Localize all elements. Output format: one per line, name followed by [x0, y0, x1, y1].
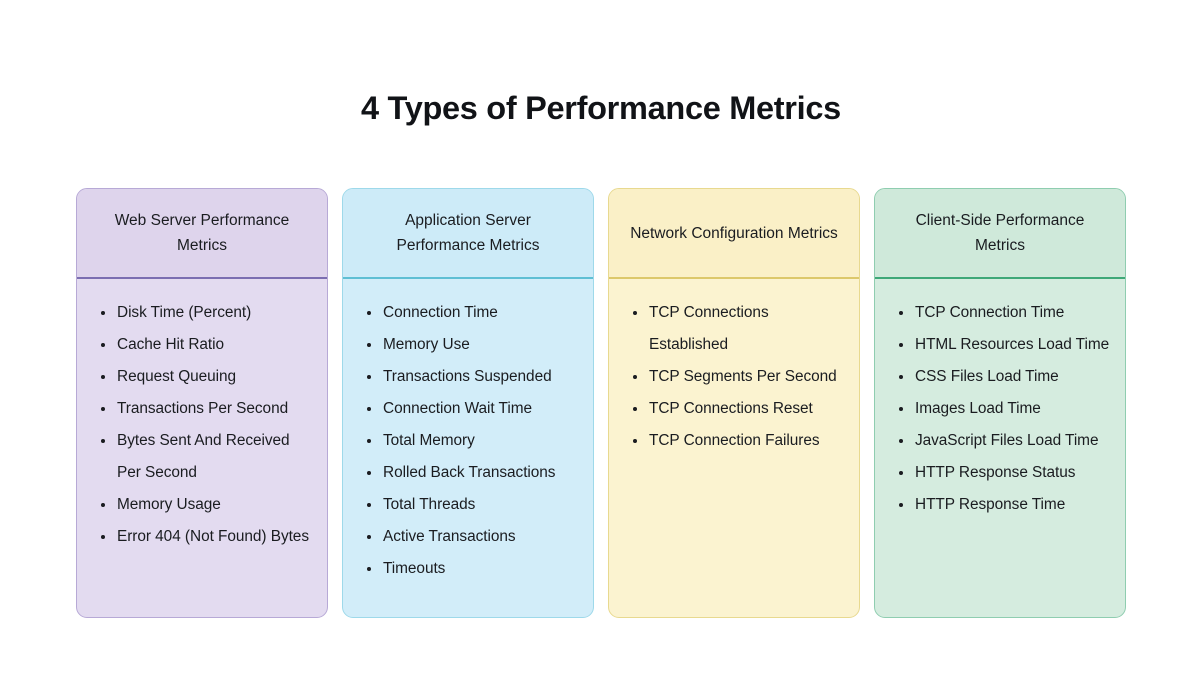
- list-item: Images Load Time: [889, 393, 1111, 425]
- metric-card-application-server: Application Server Performance Metrics C…: [342, 188, 594, 618]
- metric-card-network-configuration: Network Configuration Metrics TCP Connec…: [608, 188, 860, 618]
- list-item: HTML Resources Load Time: [889, 329, 1111, 361]
- list-item: Bytes Sent And Received Per Second: [91, 425, 313, 489]
- list-item: Total Threads: [357, 489, 579, 521]
- card-header-application-server: Application Server Performance Metrics: [343, 189, 593, 279]
- list-item: Error 404 (Not Found) Bytes: [91, 521, 313, 553]
- list-item: Request Queuing: [91, 361, 313, 393]
- metric-list-client-side: TCP Connection Time HTML Resources Load …: [889, 297, 1111, 521]
- card-title-network-configuration: Network Configuration Metrics: [630, 224, 838, 242]
- list-item: Rolled Back Transactions: [357, 457, 579, 489]
- list-item: TCP Connections Established: [623, 297, 845, 361]
- list-item: Active Transactions: [357, 521, 579, 553]
- list-item: Connection Time: [357, 297, 579, 329]
- card-title-application-server: Application Server Performance Metrics: [396, 212, 540, 254]
- card-header-client-side: Client-Side Performance Metrics: [875, 189, 1125, 279]
- card-body-network-configuration: TCP Connections Established TCP Segments…: [609, 279, 859, 617]
- card-body-client-side: TCP Connection Time HTML Resources Load …: [875, 279, 1125, 617]
- list-item: Memory Usage: [91, 489, 313, 521]
- metric-card-row: Web Server Performance Metrics Disk Time…: [76, 188, 1126, 618]
- list-item: TCP Connections Reset: [623, 393, 845, 425]
- metric-list-web-server: Disk Time (Percent) Cache Hit Ratio Requ…: [91, 297, 313, 553]
- card-title-client-side: Client-Side Performance Metrics: [915, 212, 1085, 254]
- list-item: Transactions Per Second: [91, 393, 313, 425]
- page-title: 4 Types of Performance Metrics: [361, 90, 841, 126]
- metric-card-client-side: Client-Side Performance Metrics TCP Conn…: [874, 188, 1126, 618]
- metric-list-network-configuration: TCP Connections Established TCP Segments…: [623, 297, 845, 457]
- list-item: TCP Connection Time: [889, 297, 1111, 329]
- list-item: Disk Time (Percent): [91, 297, 313, 329]
- list-item: HTTP Response Status: [889, 457, 1111, 489]
- list-item: TCP Connection Failures: [623, 425, 845, 457]
- metric-list-application-server: Connection Time Memory Use Transactions …: [357, 297, 579, 585]
- card-header-network-configuration: Network Configuration Metrics: [609, 189, 859, 279]
- list-item: Timeouts: [357, 553, 579, 585]
- list-item: Connection Wait Time: [357, 393, 579, 425]
- metric-card-web-server: Web Server Performance Metrics Disk Time…: [76, 188, 328, 618]
- list-item: Memory Use: [357, 329, 579, 361]
- list-item: CSS Files Load Time: [889, 361, 1111, 393]
- card-body-web-server: Disk Time (Percent) Cache Hit Ratio Requ…: [77, 279, 327, 617]
- card-header-web-server: Web Server Performance Metrics: [77, 189, 327, 279]
- list-item: Transactions Suspended: [357, 361, 579, 393]
- list-item: JavaScript Files Load Time: [889, 425, 1111, 457]
- card-title-web-server: Web Server Performance Metrics: [114, 212, 290, 254]
- list-item: Cache Hit Ratio: [91, 329, 313, 361]
- list-item: HTTP Response Time: [889, 489, 1111, 521]
- card-body-application-server: Connection Time Memory Use Transactions …: [343, 279, 593, 617]
- list-item: Total Memory: [357, 425, 579, 457]
- list-item: TCP Segments Per Second: [623, 361, 845, 393]
